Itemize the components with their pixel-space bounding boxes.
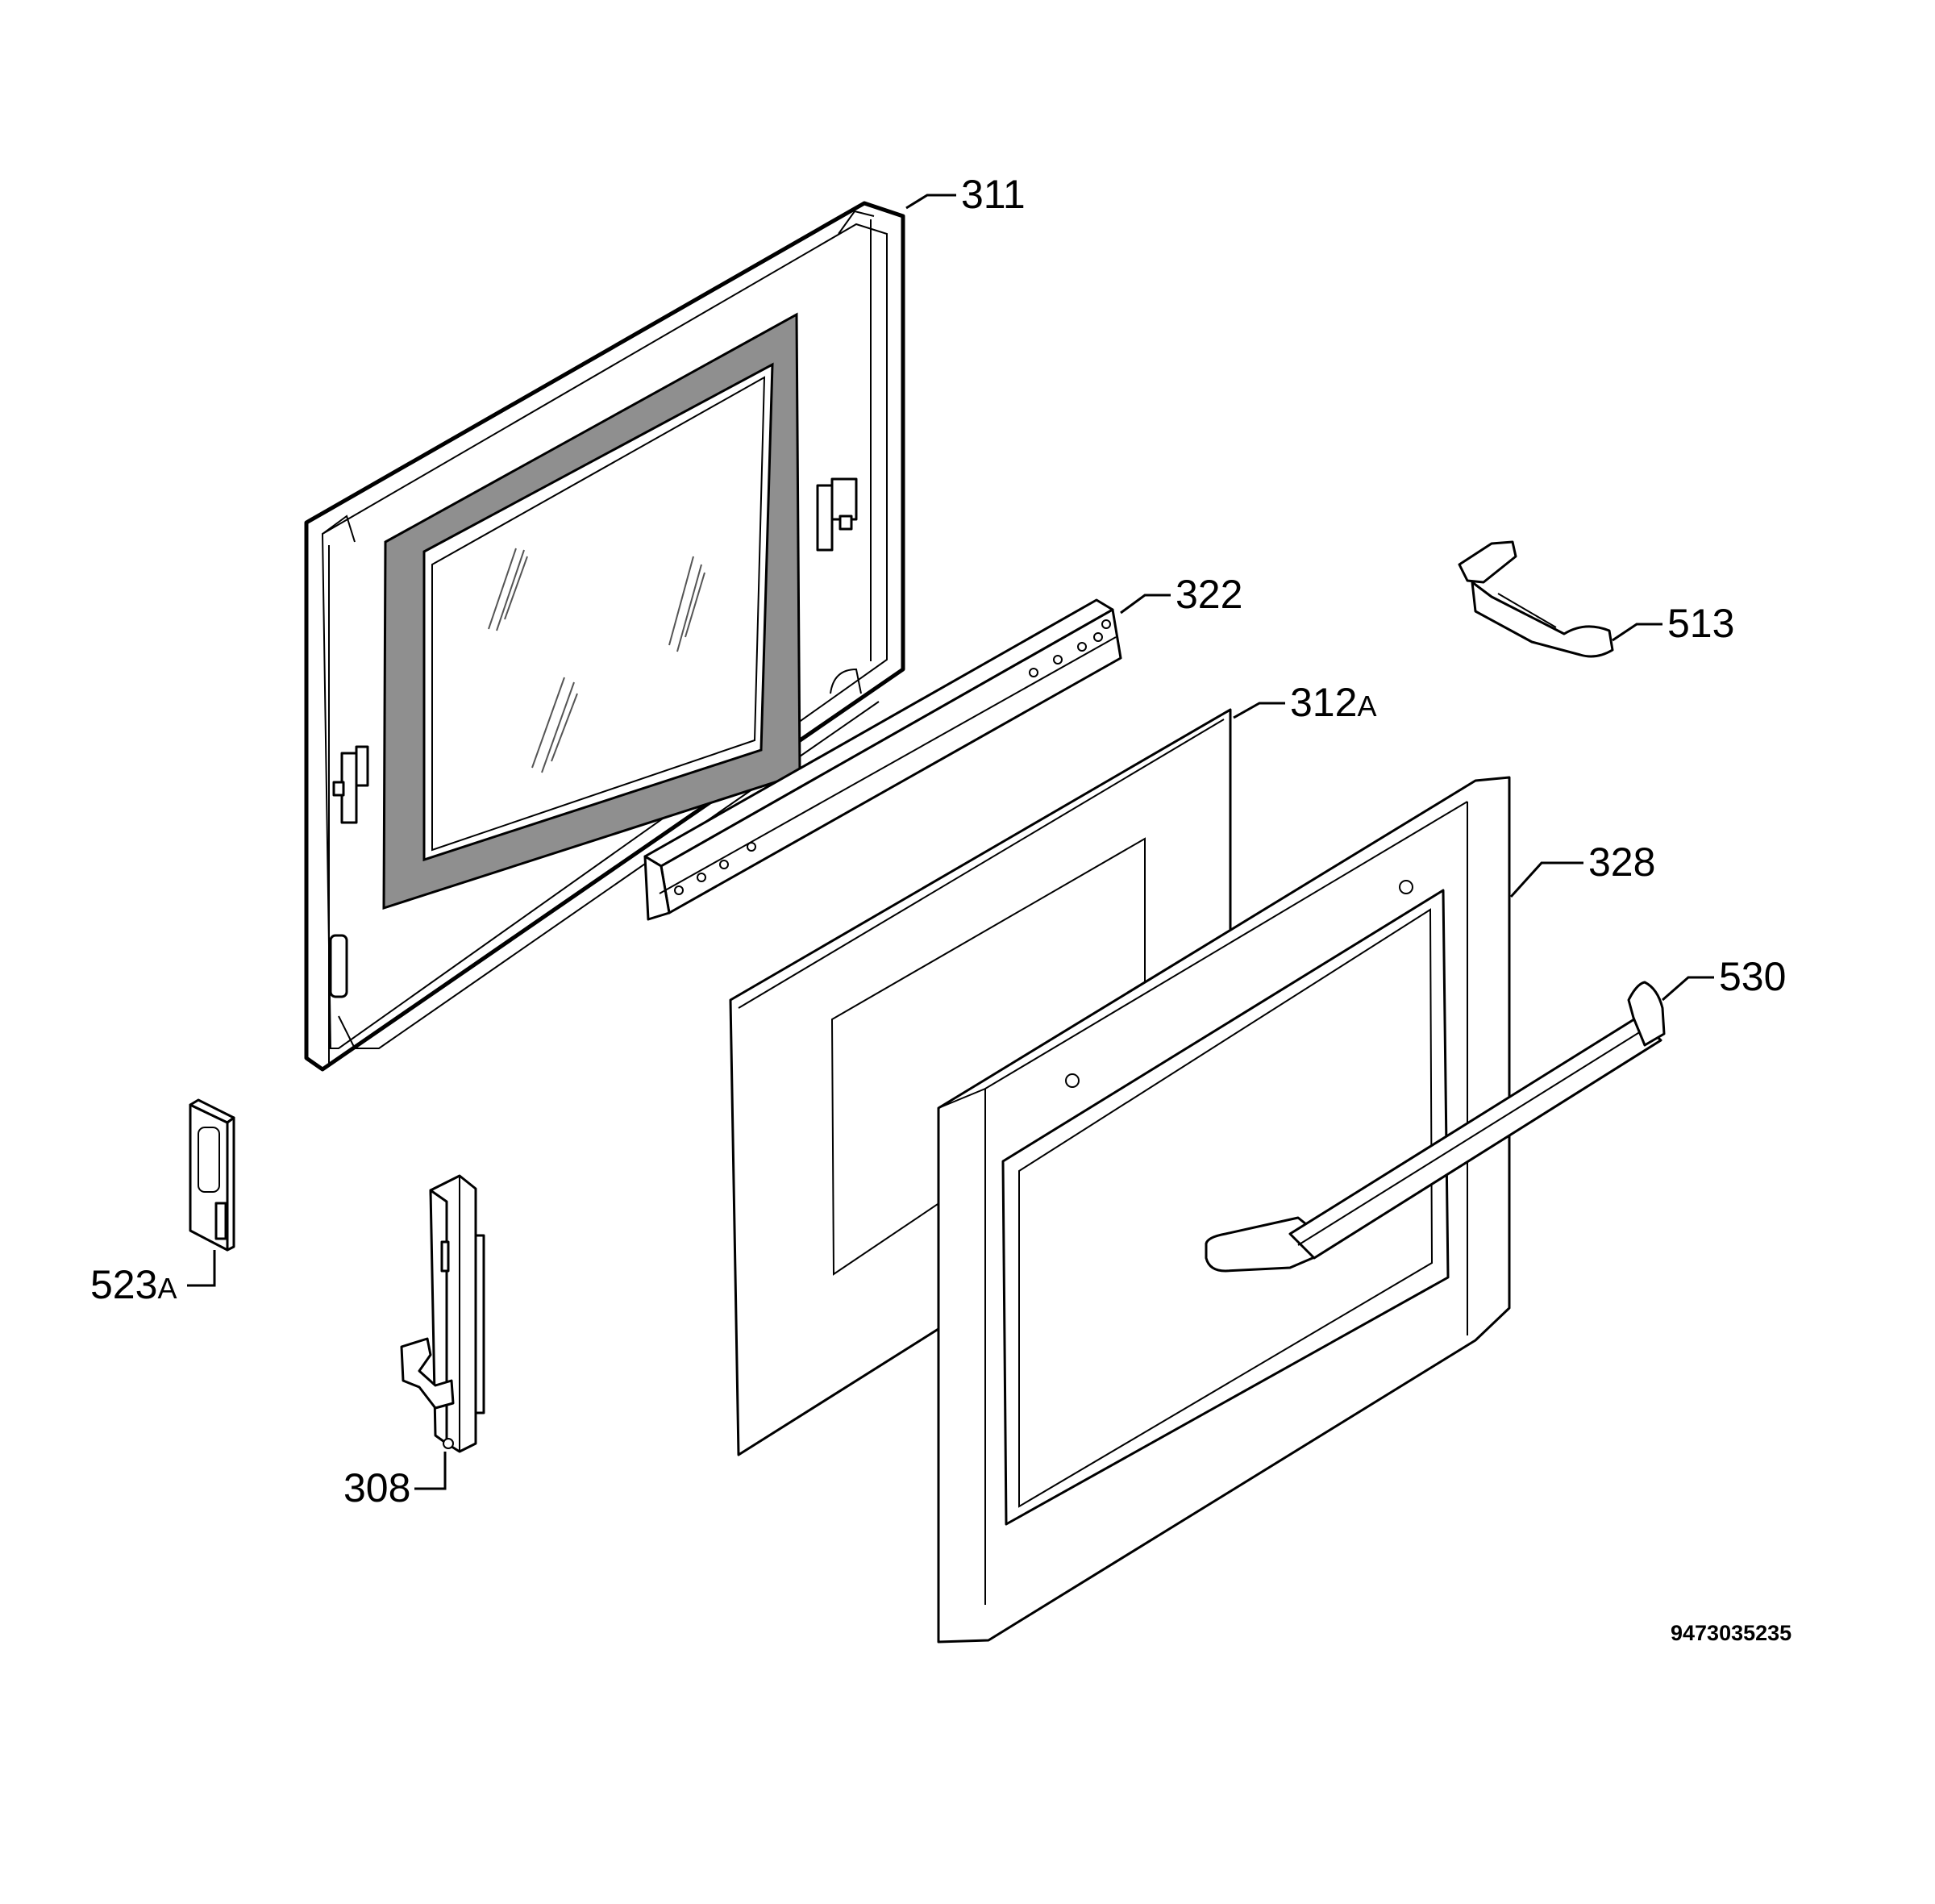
part-523a-catch (189, 1098, 235, 1252)
part-530-handle (1205, 981, 1666, 1273)
part-311-inner-door-frame (304, 201, 905, 1072)
rail-fold-line (659, 636, 1117, 894)
leader-530 (1662, 976, 1714, 1002)
rail-holes (674, 619, 1111, 895)
leader-311 (905, 194, 956, 210)
label-312a-number: 312 (1290, 680, 1357, 725)
leader-513 (1612, 623, 1662, 642)
frame-hinge-bracket-right (816, 477, 858, 552)
leader-328 (1509, 861, 1583, 898)
label-523a-number: 523 (90, 1262, 157, 1307)
drawing-code: 9473035235 (1671, 1621, 1791, 1645)
part-322-rail (643, 598, 1122, 921)
inner-door-inner-edge (321, 223, 888, 1049)
inner-door-top-corner (838, 210, 875, 235)
hinge-side-lip (474, 1234, 485, 1414)
label-530: 530 (1719, 954, 1786, 999)
hinge-hook-arm (400, 1337, 455, 1410)
inner-door-bottom-return (338, 701, 880, 1049)
glass-pane-edge (738, 719, 1225, 1009)
inner-door-left-corner (322, 515, 356, 543)
label-523a: 523A (90, 1262, 177, 1307)
handle-right-end (1627, 981, 1666, 1047)
outer-door-top-edge (983, 780, 1476, 1081)
label-312a-suffix: A (1357, 690, 1376, 723)
clip-fold-line (1497, 593, 1557, 628)
label-308: 308 (343, 1465, 410, 1510)
hinge-slot (440, 1240, 450, 1273)
window-glass (422, 362, 774, 862)
window-glass-inner (431, 376, 766, 852)
label-322: 322 (1176, 572, 1242, 617)
outer-door-screw-hole-right (1399, 880, 1413, 894)
leader-312a (1233, 702, 1285, 719)
clip-spring-arm (1471, 581, 1614, 658)
part-328-outer-door (937, 776, 1511, 1644)
label-312a: 312A (1290, 680, 1376, 725)
glass-reflection-hatch (488, 548, 705, 773)
part-513-clip (1458, 540, 1614, 658)
catch-tab (214, 1202, 227, 1240)
label-311: 311 (961, 172, 1026, 217)
frame-hinge-bracket-left (332, 745, 369, 824)
leader-523a (187, 1250, 216, 1287)
outer-door-screw-hole-left (1065, 1073, 1080, 1088)
label-513: 513 (1667, 601, 1734, 646)
leader-308 (414, 1452, 447, 1490)
outer-door-window-inner (1018, 908, 1434, 1508)
handle-bar-edge (1297, 1028, 1646, 1246)
catch-side (226, 1116, 235, 1252)
frame-bottom-slot (329, 668, 862, 998)
hinge-pivot (443, 1438, 454, 1449)
label-523a-suffix: A (157, 1272, 177, 1305)
outer-door-top-bevel (938, 801, 1468, 1109)
callout-labels: 311 322 312A 513 328 530 523A 308 947303… (90, 172, 1791, 1645)
leader-lines (187, 194, 1714, 1490)
handle-bar (1288, 1016, 1662, 1260)
part-308-hinge (400, 1174, 485, 1453)
catch-slot (198, 1127, 220, 1193)
rail-end-face (643, 855, 671, 921)
leader-322 (1120, 594, 1171, 615)
outer-door-window-frame (1001, 889, 1450, 1526)
label-328: 328 (1588, 840, 1655, 885)
clip-top-tab (1458, 540, 1517, 584)
